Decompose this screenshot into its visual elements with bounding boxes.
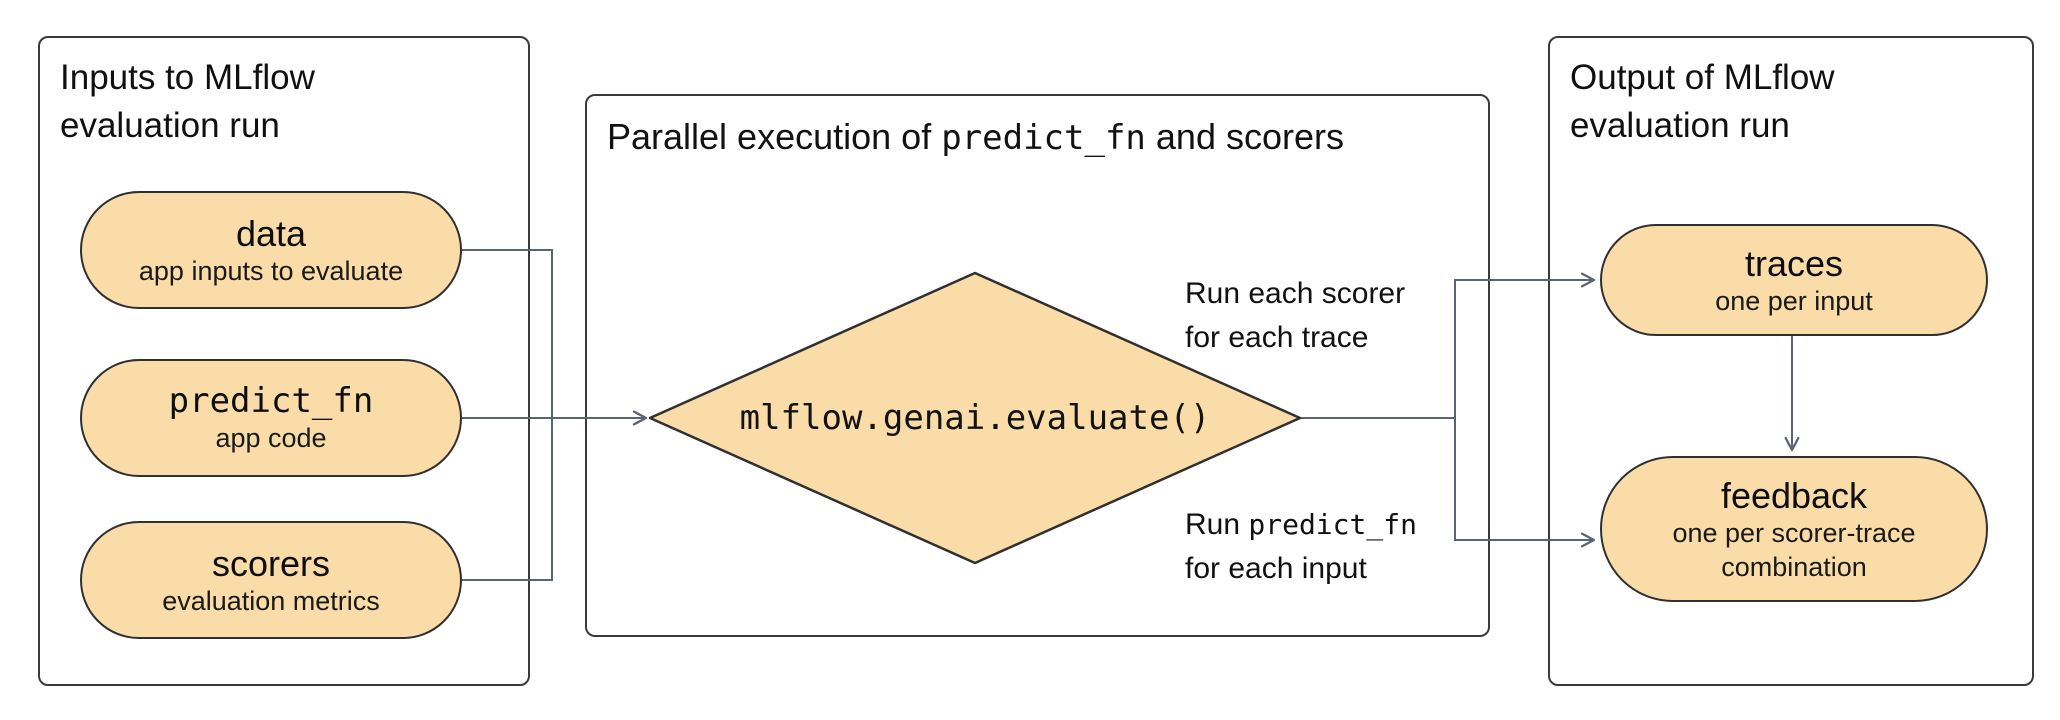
execution-panel-title: Parallel execution of predict_fn and sco…	[607, 112, 1468, 161]
node-predict-fn-sublabel: app code	[215, 422, 327, 453]
evaluate-diamond	[648, 271, 1302, 565]
node-traces: traces one per input	[1600, 224, 1988, 336]
edge-label-run-each-scorer-line2: for each trace	[1185, 320, 1369, 354]
edge-label-run-prefix: Run	[1185, 508, 1249, 541]
node-traces-label: traces	[1744, 242, 1844, 284]
node-feedback: feedback one per scorer-trace combinatio…	[1600, 456, 1988, 602]
edge-label-run-predict-fn-line2: for each input	[1185, 551, 1367, 585]
execution-title-prefix: Parallel execution of	[607, 116, 942, 157]
node-data-label: data	[235, 212, 307, 254]
execution-title-suffix: and scorers	[1145, 116, 1344, 157]
node-data: data app inputs to evaluate	[80, 191, 462, 309]
edge-label-run-each-scorer: Run each scorer for each trace	[1185, 272, 1405, 359]
node-predict-fn: predict_fn app code	[80, 359, 462, 477]
edge-label-run-code: predict_fn	[1248, 508, 1417, 541]
outputs-panel-title: Output of MLflow evaluation run	[1570, 58, 1835, 146]
node-predict-fn-label: predict_fn	[168, 380, 374, 421]
inputs-panel-title: Inputs to MLflow evaluation run	[60, 58, 315, 146]
node-scorers-label: scorers	[211, 542, 331, 584]
edge-label-run-predict-fn: Run predict_fn for each input	[1185, 503, 1417, 590]
connector-inputs-junction	[462, 249, 553, 581]
node-data-sublabel: app inputs to evaluate	[138, 255, 404, 286]
execution-panel: Parallel execution of predict_fn and sco…	[585, 94, 1490, 637]
node-feedback-sublabel: one per scorer-trace combination	[1672, 517, 1916, 582]
evaluate-call-label: mlflow.genai.evaluate()	[739, 398, 1211, 438]
inputs-panel: Inputs to MLflow evaluation run	[38, 36, 530, 686]
node-traces-sublabel: one per input	[1715, 285, 1873, 316]
connector-evaluate-to-feedback	[1454, 418, 1596, 548]
node-feedback-label: feedback	[1720, 474, 1868, 516]
edge-label-run-predict-fn-line1: Run predict_fn	[1185, 503, 1417, 547]
connector-evaluate-to-traces	[1454, 272, 1596, 418]
node-scorers: scorers evaluation metrics	[80, 521, 462, 639]
outputs-panel: Output of MLflow evaluation run	[1548, 36, 2034, 686]
execution-title-code: predict_fn	[941, 118, 1146, 158]
edge-label-run-each-scorer-line1: Run each scorer	[1185, 277, 1406, 310]
node-scorers-sublabel: evaluation metrics	[162, 585, 380, 616]
